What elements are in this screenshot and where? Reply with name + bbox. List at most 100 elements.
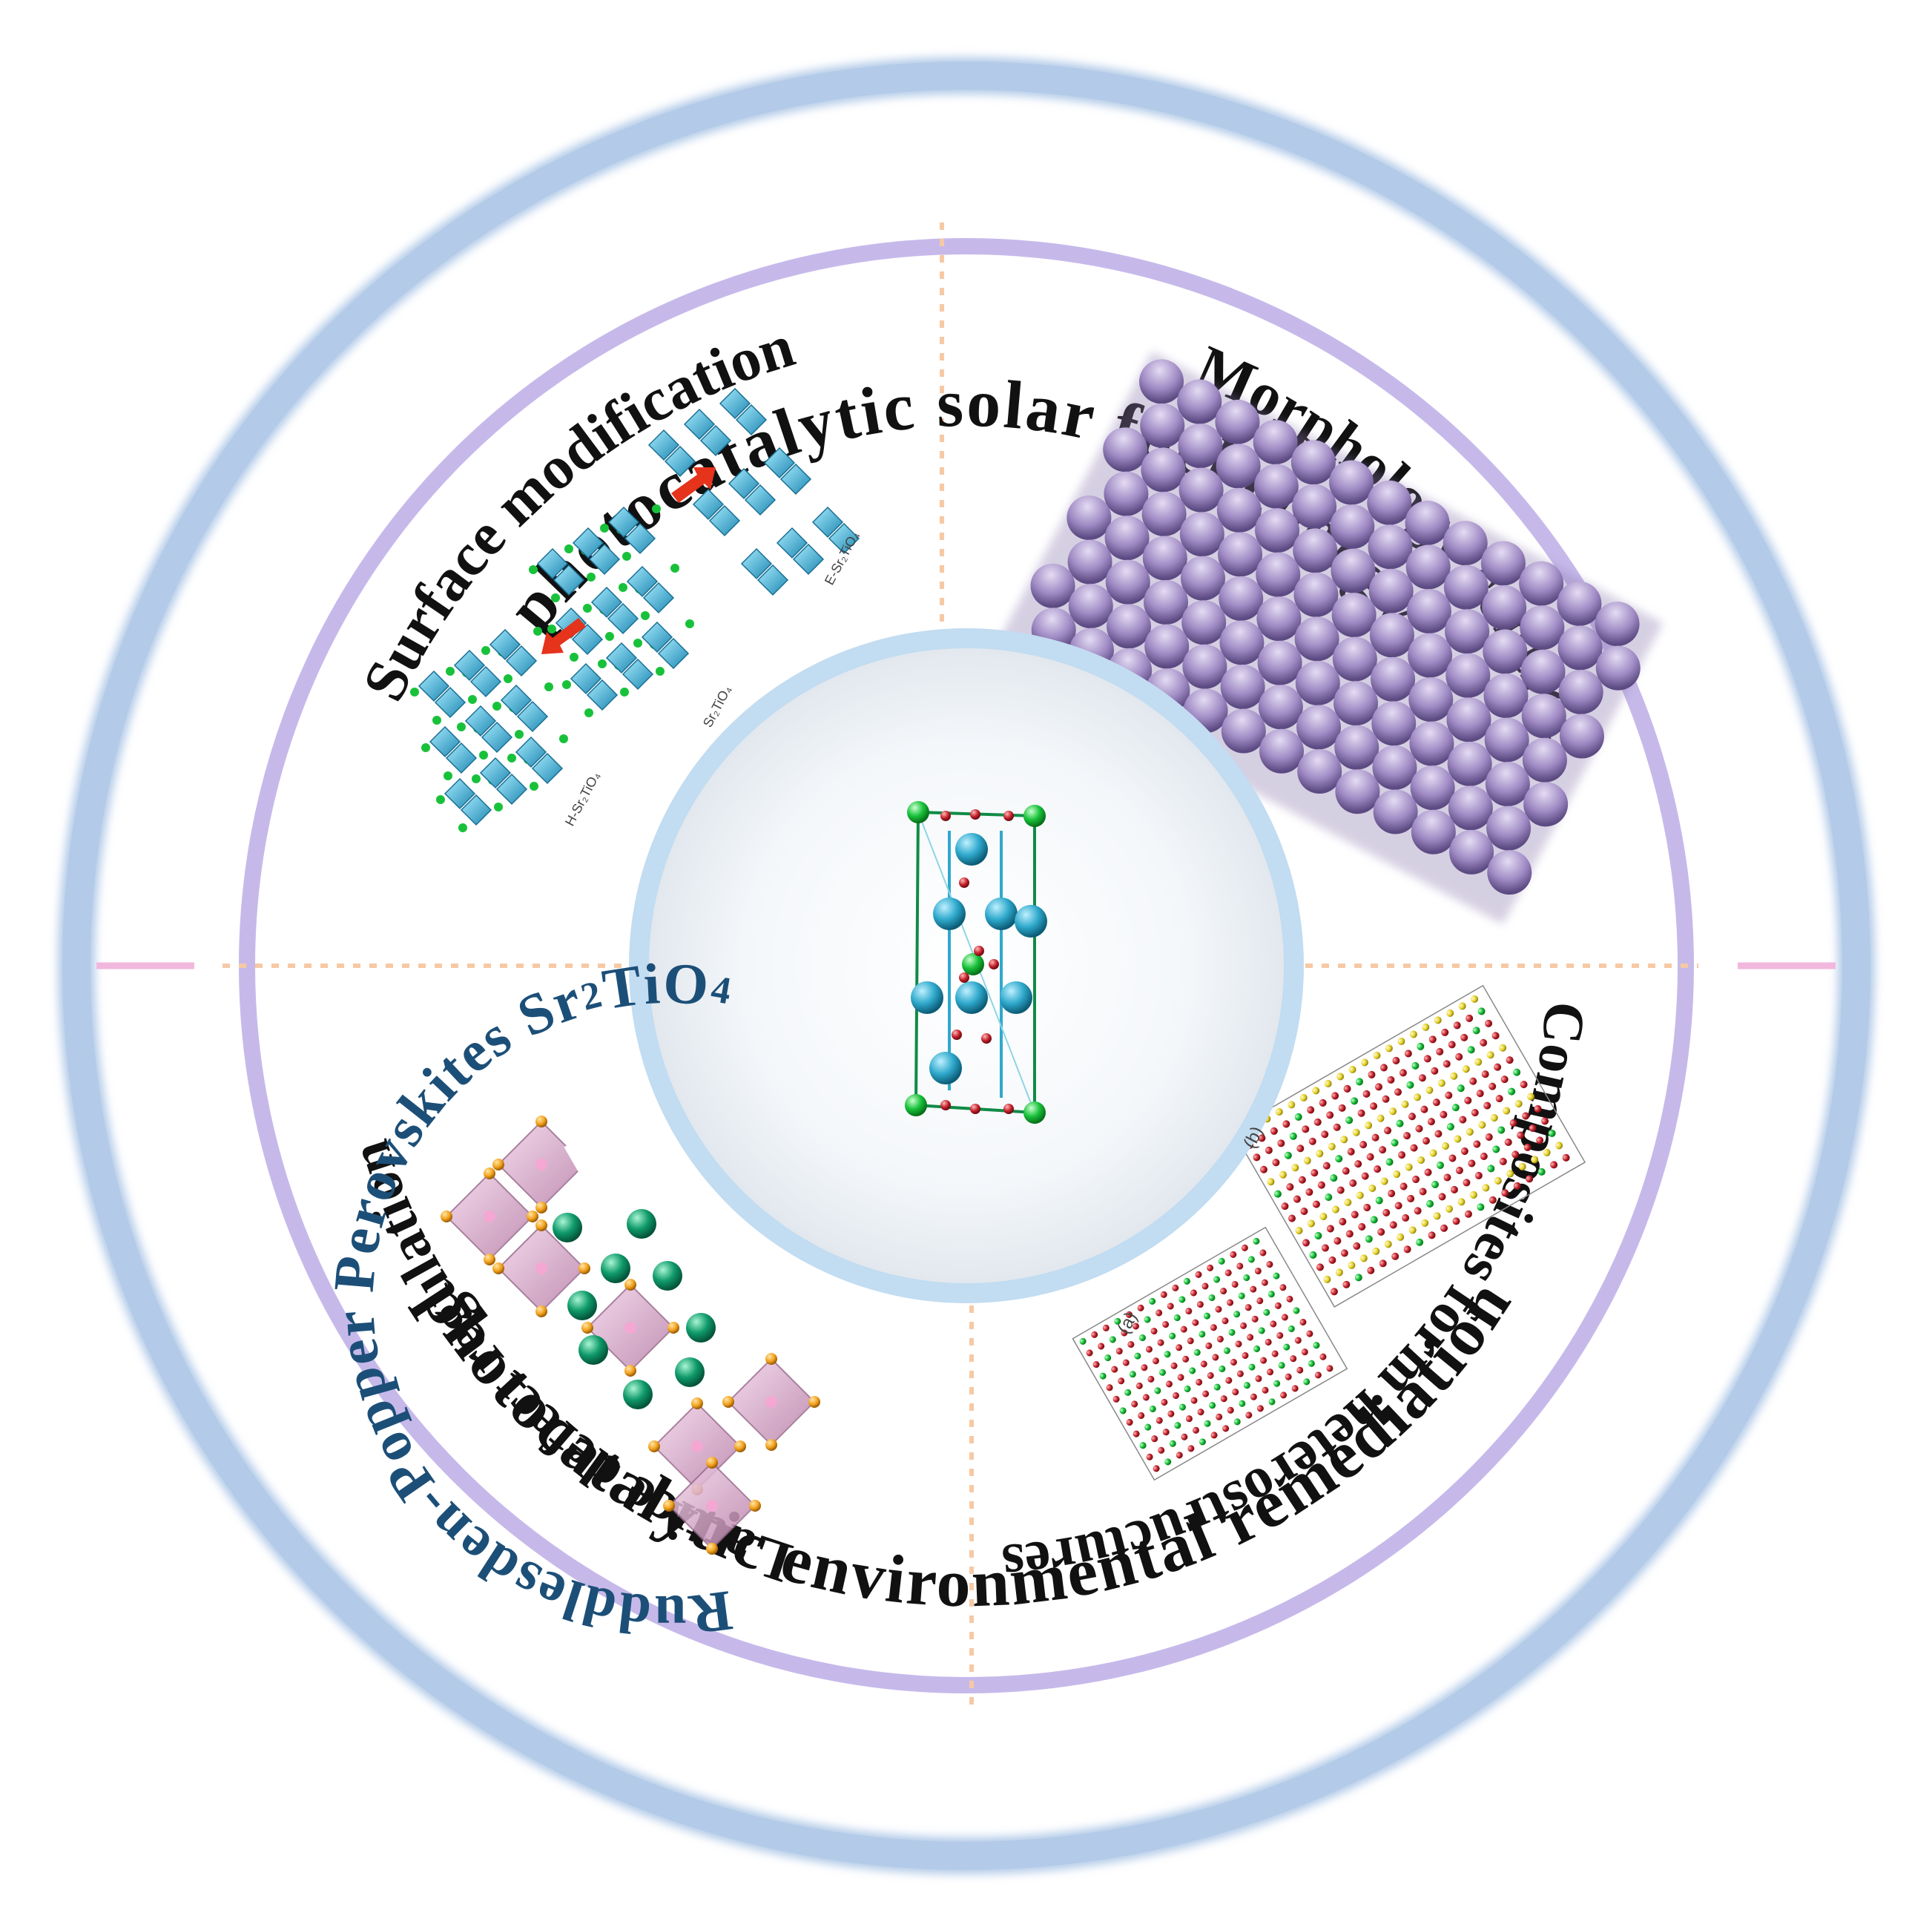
tio6-octahedron: [641, 621, 673, 653]
lattice-atom: [1398, 1151, 1406, 1159]
lattice-atom: [1382, 1095, 1390, 1103]
lattice-atom: [1286, 1295, 1293, 1302]
lattice-atom: [1365, 1122, 1373, 1130]
lattice-atom: [1367, 1266, 1375, 1274]
sr-atom: [587, 573, 596, 582]
lattice-atom: [1402, 1213, 1410, 1222]
tio6-octahedron: [590, 586, 623, 619]
lattice-atom: [1342, 1167, 1350, 1175]
lattice-atom: [1488, 1196, 1497, 1204]
lattice-atom: [1213, 1383, 1221, 1391]
nanosphere: [1253, 464, 1299, 509]
lattice-atom: [1431, 1180, 1439, 1188]
lattice-atom: [1119, 1407, 1127, 1414]
lattice-atom: [1201, 1282, 1209, 1290]
lattice-atom: [1247, 1334, 1254, 1341]
lattice-atom: [1485, 1019, 1493, 1027]
nanosphere: [1371, 656, 1416, 702]
lattice-atom: [1348, 1261, 1356, 1269]
sr-atom: [551, 593, 560, 602]
tio6-octahedron: [607, 602, 639, 635]
nanosphere: [1295, 660, 1340, 705]
panel-a-frame: [1072, 1226, 1348, 1481]
lattice-atom: [1391, 1252, 1399, 1260]
lattice-atom: [1541, 1117, 1549, 1125]
sr-atom: [457, 722, 466, 731]
lattice-atom: [1331, 1092, 1339, 1100]
lattice-atom: [1384, 1240, 1392, 1248]
lattice-atom: [1153, 1465, 1160, 1472]
nanosphere: [1521, 694, 1566, 739]
lattice-atom: [1228, 1328, 1236, 1336]
lattice-atom: [1480, 1152, 1488, 1160]
nanosphere: [1334, 725, 1379, 770]
lattice-atom: [1285, 1373, 1292, 1380]
lattice-atom: [1172, 1284, 1179, 1291]
lattice-atom: [1167, 1302, 1174, 1310]
lattice-atom: [1404, 1050, 1412, 1058]
quadrant-dividers: [96, 223, 1836, 1706]
lattice-atom: [1397, 1037, 1405, 1045]
lattice-atom: [1283, 1343, 1290, 1351]
nanosphere: [1103, 427, 1148, 472]
lattice-atom: [1365, 1235, 1373, 1243]
lattice-atom: [1460, 1033, 1468, 1041]
lattice-atom: [1152, 1357, 1159, 1365]
lattice-atom: [1407, 1194, 1415, 1202]
lattice-atom: [1205, 1342, 1213, 1349]
lattice-atom: [1514, 1100, 1523, 1108]
o-atom: [970, 1104, 980, 1114]
lattice-atom: [1183, 1277, 1190, 1285]
lattice-atom: [1296, 1366, 1304, 1374]
nanosphere: [1105, 559, 1150, 605]
sr-atom: [619, 583, 627, 592]
lattice-atom: [1427, 1118, 1435, 1126]
lattice-atom: [1513, 1182, 1521, 1190]
lattice-atom: [1468, 1159, 1476, 1167]
lattice-atom: [1319, 1353, 1327, 1360]
lattice-atom: [1421, 1219, 1429, 1227]
tio6-octahedron: [515, 736, 547, 768]
lattice-atom: [1417, 1156, 1425, 1165]
lattice-atom: [1253, 1153, 1261, 1162]
lattice-atom: [1144, 1316, 1151, 1323]
lattice-atom: [1256, 1297, 1264, 1305]
tio6-octahedron: [740, 547, 773, 580]
lattice-atom: [1375, 1083, 1382, 1091]
nanosphere: [1144, 624, 1190, 669]
tio6-octahedron: [453, 649, 486, 682]
lattice-atom: [1394, 1088, 1402, 1096]
lattice-atom: [1440, 1224, 1448, 1232]
lattice-atom: [1241, 1244, 1248, 1251]
lattice-atom: [1522, 1112, 1530, 1120]
lattice-atom: [1455, 1166, 1463, 1174]
nanosphere: [1259, 728, 1305, 774]
lattice-atom: [1314, 1371, 1322, 1379]
ti-atom: [962, 953, 984, 975]
sr-atom: [656, 667, 665, 676]
lattice-atom: [1178, 1403, 1186, 1411]
lattice-atom: [1497, 1126, 1506, 1134]
lattice-atom: [1336, 1073, 1345, 1081]
lattice-atom: [1281, 1314, 1288, 1321]
lattice-atom: [1236, 1370, 1244, 1377]
o-atom: [648, 1440, 660, 1452]
lattice-atom: [1236, 1262, 1244, 1270]
nanosphere: [1447, 741, 1492, 786]
tio6-octahedron: [708, 504, 741, 537]
lattice-atom: [1508, 1087, 1516, 1096]
lattice-atom: [1254, 1268, 1262, 1275]
lattice-atom: [1253, 1237, 1260, 1245]
lattice-atom: [1403, 1132, 1411, 1140]
lattice-atom: [1220, 1288, 1227, 1295]
tio6-octahedron: [811, 506, 844, 539]
lattice-atom: [1370, 1216, 1378, 1224]
o-atom: [1003, 811, 1014, 821]
lattice-atom: [1187, 1337, 1194, 1345]
lattice-atom: [1523, 1143, 1532, 1151]
sr-atom: [567, 1291, 597, 1320]
lattice-atom: [1494, 1063, 1502, 1071]
tio6-octahedron: [692, 488, 725, 521]
sr-atom: [583, 604, 592, 613]
lattice-atom: [1422, 1137, 1430, 1145]
